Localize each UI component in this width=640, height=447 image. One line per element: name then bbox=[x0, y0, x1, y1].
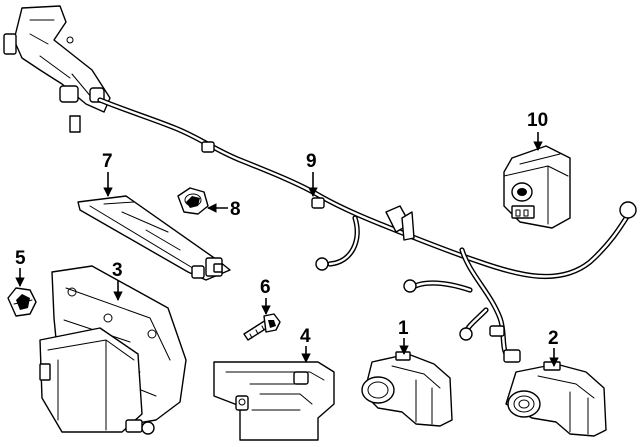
callout-3: 3 bbox=[112, 260, 123, 301]
svg-text:1: 1 bbox=[398, 318, 409, 339]
nut-part-5[interactable] bbox=[7, 287, 37, 317]
bracket-part-7[interactable] bbox=[77, 195, 231, 281]
callout-9: 9 bbox=[306, 151, 318, 197]
svg-text:4: 4 bbox=[300, 326, 311, 347]
callout-7: 7 bbox=[102, 151, 113, 197]
svg-text:6: 6 bbox=[260, 277, 271, 298]
callout-4: 4 bbox=[300, 326, 311, 363]
parking-sensor-part-1[interactable] bbox=[361, 351, 453, 427]
svg-text:5: 5 bbox=[15, 248, 26, 269]
callout-10: 10 bbox=[527, 110, 548, 151]
callout-6: 6 bbox=[260, 277, 271, 315]
callout-8: 8 bbox=[207, 199, 241, 220]
svg-text:7: 7 bbox=[102, 151, 113, 172]
sensor-bracket-part-4[interactable] bbox=[213, 361, 335, 441]
module-part-3[interactable] bbox=[39, 265, 187, 435]
callout-5: 5 bbox=[15, 248, 26, 287]
harness-bracket bbox=[3, 5, 111, 133]
svg-text:9: 9 bbox=[306, 151, 317, 172]
parking-sensor-part-2[interactable] bbox=[505, 361, 607, 437]
callout-1: 1 bbox=[398, 318, 409, 355]
svg-text:10: 10 bbox=[527, 110, 548, 131]
svg-text:8: 8 bbox=[230, 199, 241, 220]
callout-2: 2 bbox=[548, 328, 559, 367]
wiring-harness-part-9[interactable] bbox=[3, 5, 637, 363]
nut-part-8[interactable] bbox=[177, 187, 209, 215]
bolt-part-6[interactable] bbox=[243, 313, 281, 341]
svg-text:3: 3 bbox=[112, 260, 123, 281]
control-unit-part-10[interactable] bbox=[503, 145, 571, 229]
svg-text:2: 2 bbox=[548, 328, 559, 349]
